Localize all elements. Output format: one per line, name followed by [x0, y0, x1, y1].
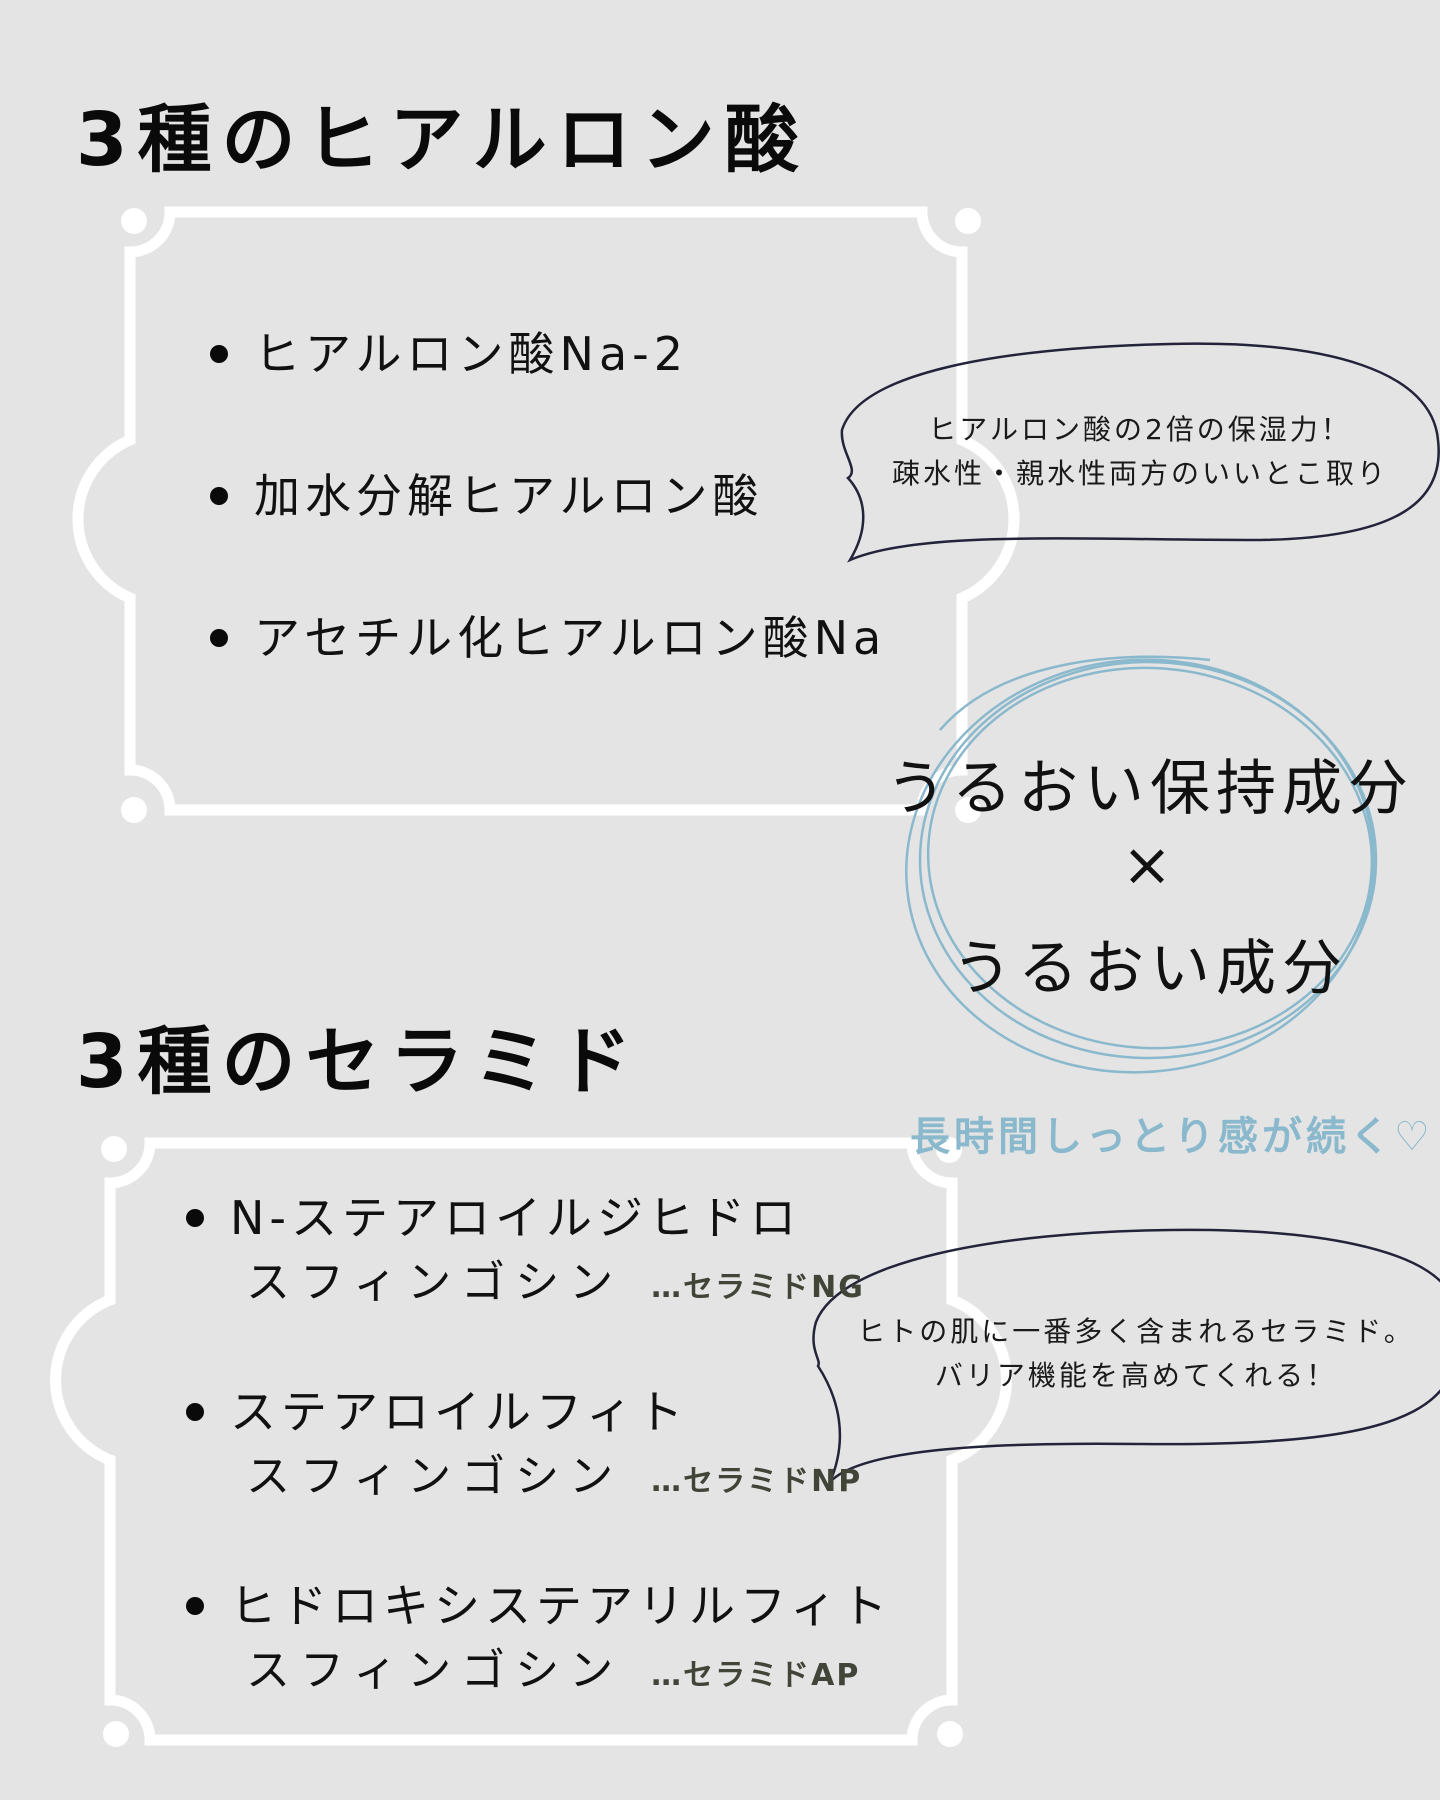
bullet-icon: [186, 1402, 204, 1421]
ceramide-tag: …セラミドNP: [651, 1464, 863, 1499]
list-item-continuation: スフィンゴシン…セラミドAP: [246, 1645, 861, 1696]
list-item: ヒドロキシステアリルフィト: [186, 1570, 892, 1636]
times-symbol: ×: [1121, 830, 1179, 900]
list-item: ヒアルロン酸Na-2: [210, 318, 688, 384]
moisture-ingredient-label: うるおい成分: [952, 934, 1348, 1004]
list-item: アセチル化ヒアルロン酸Na: [210, 602, 886, 668]
bullet-icon: [210, 486, 228, 505]
bullet-icon: [210, 628, 228, 647]
bullet-icon: [210, 344, 228, 363]
heart-icon: ♡: [1394, 1114, 1434, 1160]
ceramide-tag: …セラミドAP: [651, 1658, 861, 1693]
tagline: 長時間しっとり感が続く♡: [910, 1114, 1434, 1160]
list-item: N-ステアロイルジヒドロ: [186, 1182, 801, 1248]
list-item-continuation: スフィンゴシン…セラミドNP: [246, 1451, 863, 1502]
list-item: ステアロイルフィト: [186, 1376, 688, 1442]
list-item-continuation: スフィンゴシン…セラミドNG: [246, 1257, 865, 1308]
bullet-icon: [186, 1596, 204, 1615]
moisture-retention-label: うるおい保持成分: [886, 754, 1414, 824]
ceramide-bubble: ヒトの肌に一番多く含まれるセラミド。 バリア機能を高めてくれる！: [857, 1315, 1415, 1392]
ceramide-tag: …セラミドNG: [651, 1270, 865, 1305]
list-item: 加水分解ヒアルロン酸: [210, 460, 764, 526]
ceramide-heading: 3種のセラミド: [76, 1019, 642, 1105]
hyaluronic-heading: 3種のヒアルロン酸: [76, 97, 809, 183]
bullet-icon: [186, 1208, 204, 1227]
hyaluronic-bubble: ヒアルロン酸の2倍の保湿力！ 疎水性・親水性両方のいいとこ取り: [891, 413, 1388, 490]
